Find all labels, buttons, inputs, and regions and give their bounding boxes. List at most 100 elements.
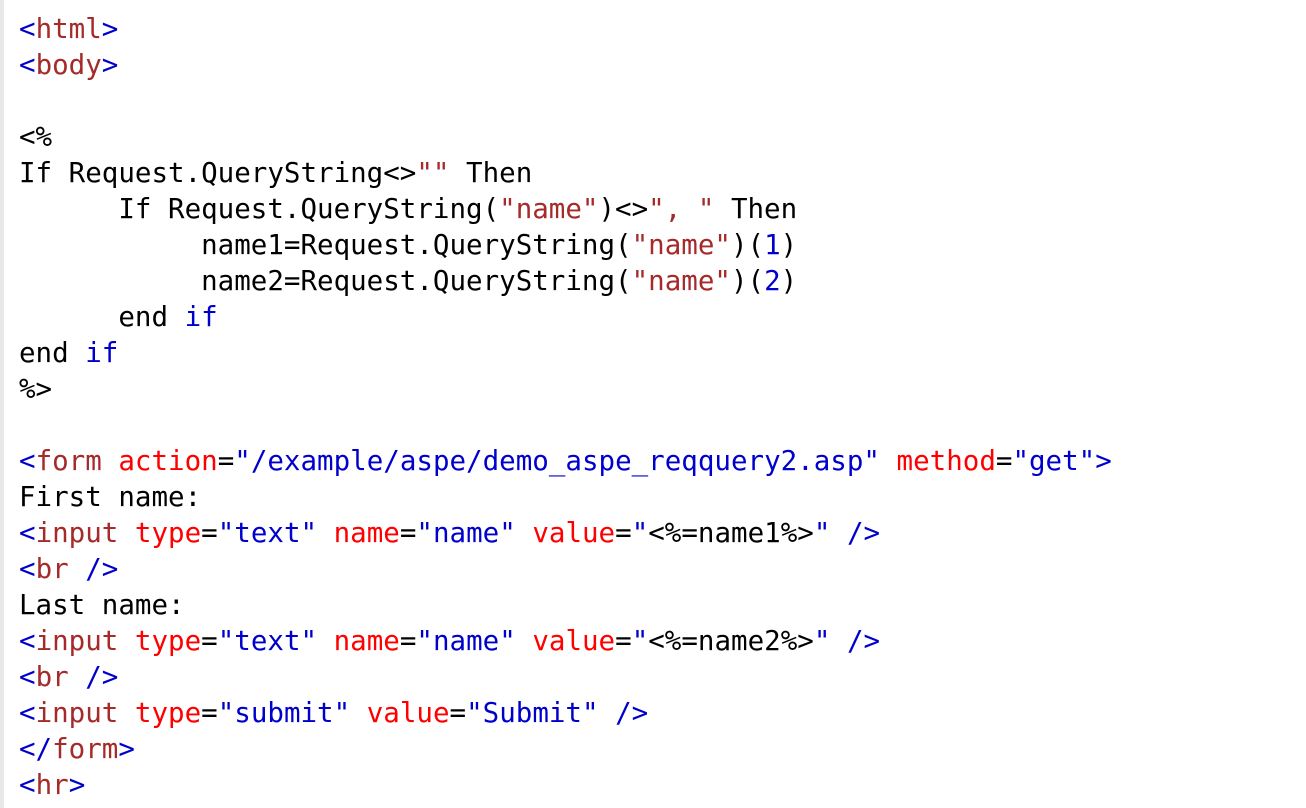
code-token-attr: method	[896, 445, 996, 477]
code-token-plain: <%=name2%>	[648, 625, 814, 657]
code-token-value: "text"	[217, 625, 318, 657]
code-token-plain: =	[399, 517, 417, 549]
code-line: Last name:	[19, 587, 1112, 623]
code-line: <form action="/example/aspe/demo_aspe_re…	[19, 443, 1112, 479]
code-token-string: "name"	[499, 193, 599, 225]
code-line: <body>	[19, 47, 1112, 83]
code-token-value: "	[631, 625, 649, 657]
code-token-plain	[118, 697, 135, 729]
code-token-plain: =	[201, 625, 218, 657]
code-token-bracket: <	[19, 661, 36, 693]
code-token-plain: )<>	[598, 193, 649, 225]
code-token-plain: Last name:	[19, 589, 185, 621]
code-line: <br />	[19, 659, 1112, 695]
code-token-plain	[516, 517, 533, 549]
code-token-plain	[350, 697, 367, 729]
code-token-plain	[118, 517, 135, 549]
code-token-tag: input	[35, 697, 119, 729]
code-token-plain: <%	[19, 121, 53, 153]
code-token-plain: )	[780, 229, 798, 261]
code-token-plain: If Request.QueryString<>	[19, 157, 417, 189]
code-token-tag: html	[35, 13, 102, 45]
code-token-value: "get"	[1012, 445, 1096, 477]
code-token-attr: name	[333, 625, 400, 657]
code-token-attr: value	[366, 697, 450, 729]
code-token-plain: )(	[730, 265, 765, 297]
code-line: If Request.QueryString("name")<>", " The…	[19, 191, 1112, 227]
code-token-string: "name"	[631, 229, 731, 261]
code-line: name1=Request.QueryString("name")(1)	[19, 227, 1112, 263]
code-token-bracket: />	[68, 553, 119, 585]
code-line: </form>	[19, 731, 1112, 767]
code-token-bracket: <	[19, 49, 36, 81]
code-token-tag: body	[35, 49, 102, 81]
code-line: <html>	[19, 11, 1112, 47]
code-line: end if	[19, 335, 1112, 371]
code-token-plain	[317, 517, 334, 549]
code-token-bracket: <	[19, 553, 36, 585]
code-token-tag: input	[35, 517, 119, 549]
code-token-plain: )(	[730, 229, 765, 261]
code-token-tag: br	[35, 553, 69, 585]
code-token-plain: end	[19, 337, 86, 369]
code-token-bracket: />	[830, 625, 881, 657]
code-token-bracket: <	[19, 625, 36, 657]
code-token-plain: First name:	[19, 481, 202, 513]
code-token-plain: =	[217, 445, 235, 477]
code-line: <%	[19, 119, 1112, 155]
code-line: name2=Request.QueryString("name")(2)	[19, 263, 1112, 299]
code-token-plain	[118, 625, 135, 657]
code-token-value: "Submit"	[466, 697, 599, 729]
code-token-attr: action	[118, 445, 218, 477]
code-token-plain: =	[201, 517, 218, 549]
code-token-plain	[102, 445, 119, 477]
code-token-bracket: />	[68, 661, 119, 693]
code-token-plain: =	[615, 625, 632, 657]
code-token-plain: %>	[19, 373, 53, 405]
code-token-attr: name	[333, 517, 400, 549]
code-token-bracket: <	[19, 13, 36, 45]
code-token-number: 2	[764, 265, 781, 297]
code-token-plain: )	[780, 265, 798, 297]
code-token-tag: form	[52, 733, 119, 765]
code-line	[19, 83, 1112, 119]
code-token-bracket: >	[68, 769, 86, 801]
code-token-tag: hr	[35, 769, 69, 801]
code-token-attr: type	[134, 697, 202, 729]
code-token-plain	[516, 625, 533, 657]
code-listing: <html><body><%If Request.QueryString<>""…	[19, 11, 1112, 803]
code-token-bracket: >	[101, 49, 119, 81]
code-line: <input type="submit" value="Submit" />	[19, 695, 1112, 731]
code-token-plain: =	[201, 697, 218, 729]
code-token-string: "name"	[631, 265, 731, 297]
code-token-plain: =	[615, 517, 632, 549]
code-token-bracket: />	[830, 517, 881, 549]
code-token-string: ""	[416, 157, 450, 189]
code-token-plain: name1=Request.QueryString(	[19, 229, 632, 261]
code-token-keyword: if	[85, 337, 119, 369]
code-token-plain: =	[449, 697, 467, 729]
code-token-plain: =	[399, 625, 417, 657]
code-token-value: "	[813, 517, 831, 549]
code-token-value: "name"	[416, 625, 516, 657]
code-token-string: ", "	[648, 193, 715, 225]
code-token-value: "	[631, 517, 649, 549]
code-token-bracket: <	[19, 769, 36, 801]
code-line: <input type="text" name="name" value="<%…	[19, 515, 1112, 551]
code-token-bracket: >	[118, 733, 135, 765]
code-token-tag: br	[35, 661, 69, 693]
code-line: end if	[19, 299, 1112, 335]
code-token-bracket: />	[598, 697, 649, 729]
code-token-tag: form	[35, 445, 102, 477]
code-token-bracket: <	[19, 697, 36, 729]
code-token-plain: Then	[714, 193, 798, 225]
code-token-attr: type	[134, 625, 202, 657]
code-token-keyword: if	[184, 301, 218, 333]
code-token-attr: type	[134, 517, 202, 549]
code-token-plain: Then	[449, 157, 533, 189]
code-token-bracket: >	[1095, 445, 1112, 477]
code-line: <hr>	[19, 767, 1112, 803]
code-token-number: 1	[764, 229, 781, 261]
code-line: <br />	[19, 551, 1112, 587]
